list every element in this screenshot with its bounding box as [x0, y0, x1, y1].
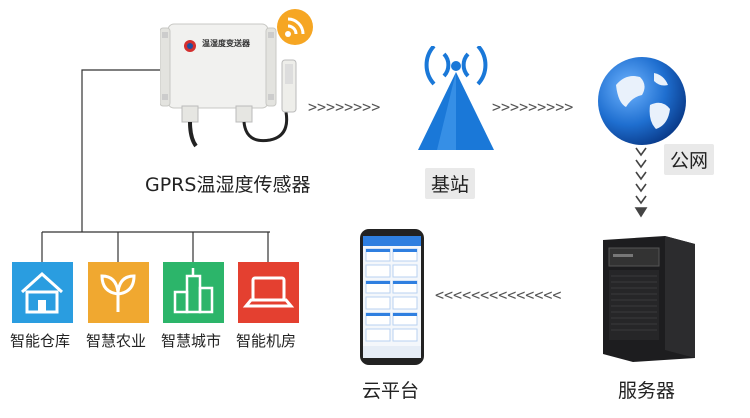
tower-icon — [418, 46, 494, 150]
server-tower — [603, 232, 698, 362]
sensor-device: 温湿度变送器 — [160, 20, 305, 160]
cloud-platform-phone — [359, 228, 425, 366]
globe — [596, 55, 688, 147]
app-label-server-room: 智能机房 — [236, 332, 297, 350]
phone-icon — [360, 229, 424, 365]
plant-icon — [100, 274, 136, 312]
arrow-server-to-cloud: <<<<<<<<<<<<<< — [435, 286, 562, 304]
server-icon — [603, 236, 695, 362]
arrow-station-to-network: >>>>>>>>> — [492, 98, 574, 116]
app-tile-warehouse — [12, 262, 73, 323]
sensor-brand-text: 温湿度变送器 — [202, 39, 250, 48]
server-label: 服务器 — [618, 380, 676, 402]
wifi-icon — [277, 9, 313, 45]
arrow-network-to-server — [634, 146, 648, 224]
app-tile-server-room — [238, 262, 299, 323]
wifi-badge — [276, 8, 314, 46]
base-station-tower — [410, 46, 502, 166]
app-label-warehouse: 智能仓库 — [10, 332, 71, 350]
globe-icon — [598, 57, 686, 145]
public-network-label: 公网 — [664, 144, 715, 175]
app-tile-agriculture — [88, 262, 149, 323]
app-label-city: 智慧城市 — [161, 332, 222, 350]
sensor-label: GPRS温湿度传感器 — [145, 174, 311, 196]
arrow-sensor-to-station: >>>>>>>> — [308, 98, 381, 116]
warehouse-icon — [20, 271, 64, 314]
cloud-platform-label: 云平台 — [362, 380, 420, 402]
city-icon — [173, 268, 214, 314]
app-label-agriculture: 智慧农业 — [86, 332, 147, 350]
vertical-chevron-arrows — [634, 147, 648, 218]
base-station-label: 基站 — [425, 168, 476, 199]
laptop-icon — [242, 276, 295, 308]
app-tile-city — [163, 262, 224, 323]
sensor-device-illustration — [160, 23, 297, 148]
